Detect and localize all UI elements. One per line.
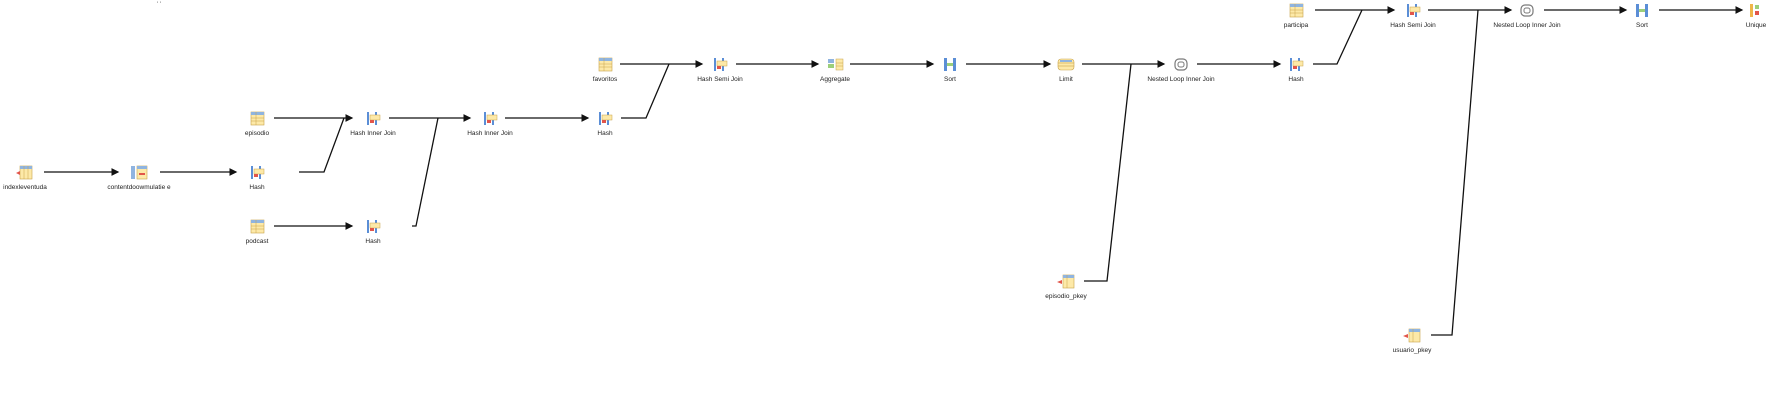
node-label: Hash Inner Join xyxy=(467,130,513,137)
seq-scan-icon xyxy=(250,111,265,126)
edge-hash4-to-hashsemijoin2 xyxy=(1313,9,1363,65)
node-label: contentdoowmulatie e xyxy=(107,184,171,191)
cursor-mark: ' ' xyxy=(157,2,161,8)
node-label: Aggregate xyxy=(820,76,850,83)
node-seq-scan[interactable]: favoritos xyxy=(565,57,645,84)
node-hash[interactable]: Hash xyxy=(1256,57,1336,84)
node-hash[interactable]: Hash xyxy=(217,165,297,192)
seq-scan-icon xyxy=(1289,3,1304,18)
edge-usuariopkey-to-nestedloop2 xyxy=(1431,9,1479,336)
node-label: Nested Loop Inner Join xyxy=(1493,22,1561,29)
node-label: episodio_pkey xyxy=(1045,293,1087,300)
bitmap-heap-scan-icon xyxy=(131,165,148,180)
hash-join-icon xyxy=(714,58,728,71)
node-hash-join[interactable]: Hash Semi Join xyxy=(1373,3,1453,30)
node-seq-scan[interactable]: participa xyxy=(1256,3,1336,30)
node-label: usuario_pkey xyxy=(1392,347,1432,354)
nested-loop-icon xyxy=(1520,4,1534,17)
edge-hash3-to-hashsemijoin1 xyxy=(621,63,670,119)
hash-icon xyxy=(599,112,613,125)
node-hash-join[interactable]: Hash Inner Join xyxy=(450,111,530,138)
node-label: participa xyxy=(1283,22,1309,29)
node-hash[interactable]: Hash xyxy=(565,111,645,138)
node-index-scan[interactable]: usuario_pkey xyxy=(1372,328,1452,355)
index-scan-icon xyxy=(1403,328,1421,343)
hash-icon xyxy=(367,220,381,233)
seq-scan-icon xyxy=(598,57,613,72)
node-label: episodio xyxy=(244,130,270,137)
node-label: Hash xyxy=(1288,76,1304,83)
node-label: Hash Semi Join xyxy=(1390,22,1436,29)
node-unique[interactable]: Unique xyxy=(1716,3,1776,30)
index-scan-icon xyxy=(16,165,33,180)
node-label: Hash xyxy=(365,238,381,245)
node-label: Hash Inner Join xyxy=(350,130,396,137)
index-scan-icon xyxy=(1057,274,1075,289)
sort-icon xyxy=(1636,4,1648,17)
node-seq-scan[interactable]: podcast xyxy=(217,219,297,246)
node-label: Nested Loop Inner Join xyxy=(1147,76,1215,83)
node-sort[interactable]: Sort xyxy=(1602,3,1682,30)
nested-loop-icon xyxy=(1174,58,1188,71)
node-sort[interactable]: Sort xyxy=(910,57,990,84)
hash-join-icon xyxy=(367,112,381,125)
hash-icon xyxy=(1290,58,1304,71)
node-hash-join[interactable]: Hash Semi Join xyxy=(680,57,760,84)
node-label: podcast xyxy=(245,238,269,245)
node-label: Hash Semi Join xyxy=(697,76,743,83)
node-label: Sort xyxy=(1636,22,1648,29)
node-index-scan[interactable]: indexleventuda xyxy=(0,165,65,192)
edge-episodiopkey-to-nestedloop1 xyxy=(1084,63,1132,282)
node-label: Hash xyxy=(249,184,265,191)
node-limit[interactable]: Limit xyxy=(1026,57,1106,84)
node-aggregate[interactable]: Aggregate xyxy=(795,57,875,84)
node-label: Limit xyxy=(1059,76,1073,83)
node-nested-loop[interactable]: Nested Loop Inner Join xyxy=(1141,57,1221,84)
edge-hash1-to-hashinnerjoin1 xyxy=(299,117,345,173)
node-seq-scan[interactable]: episodio xyxy=(217,111,297,138)
hash-join-icon xyxy=(1407,4,1421,17)
node-label: indexleventuda xyxy=(3,184,47,191)
aggregate-icon xyxy=(828,58,844,71)
hash-join-icon xyxy=(484,112,498,125)
limit-icon xyxy=(1057,58,1075,71)
node-label: Hash xyxy=(597,130,613,137)
node-label: Sort xyxy=(944,76,956,83)
node-label: Unique xyxy=(1745,22,1767,29)
node-label: favoritos xyxy=(592,76,618,83)
node-hash[interactable]: Hash xyxy=(333,219,413,246)
node-hash-join[interactable]: Hash Inner Join xyxy=(333,111,413,138)
unique-icon xyxy=(1750,4,1759,17)
node-index-scan[interactable]: episodio_pkey xyxy=(1026,274,1106,301)
seq-scan-icon xyxy=(250,219,265,234)
node-nested-loop[interactable]: Nested Loop Inner Join xyxy=(1487,3,1567,30)
edge-hash2-to-hashinnerjoin2 xyxy=(412,117,439,227)
node-bitmap-heap-scan[interactable]: contentdoowmulatie e xyxy=(99,165,179,192)
sort-icon xyxy=(944,58,956,71)
hash-icon xyxy=(251,166,265,179)
